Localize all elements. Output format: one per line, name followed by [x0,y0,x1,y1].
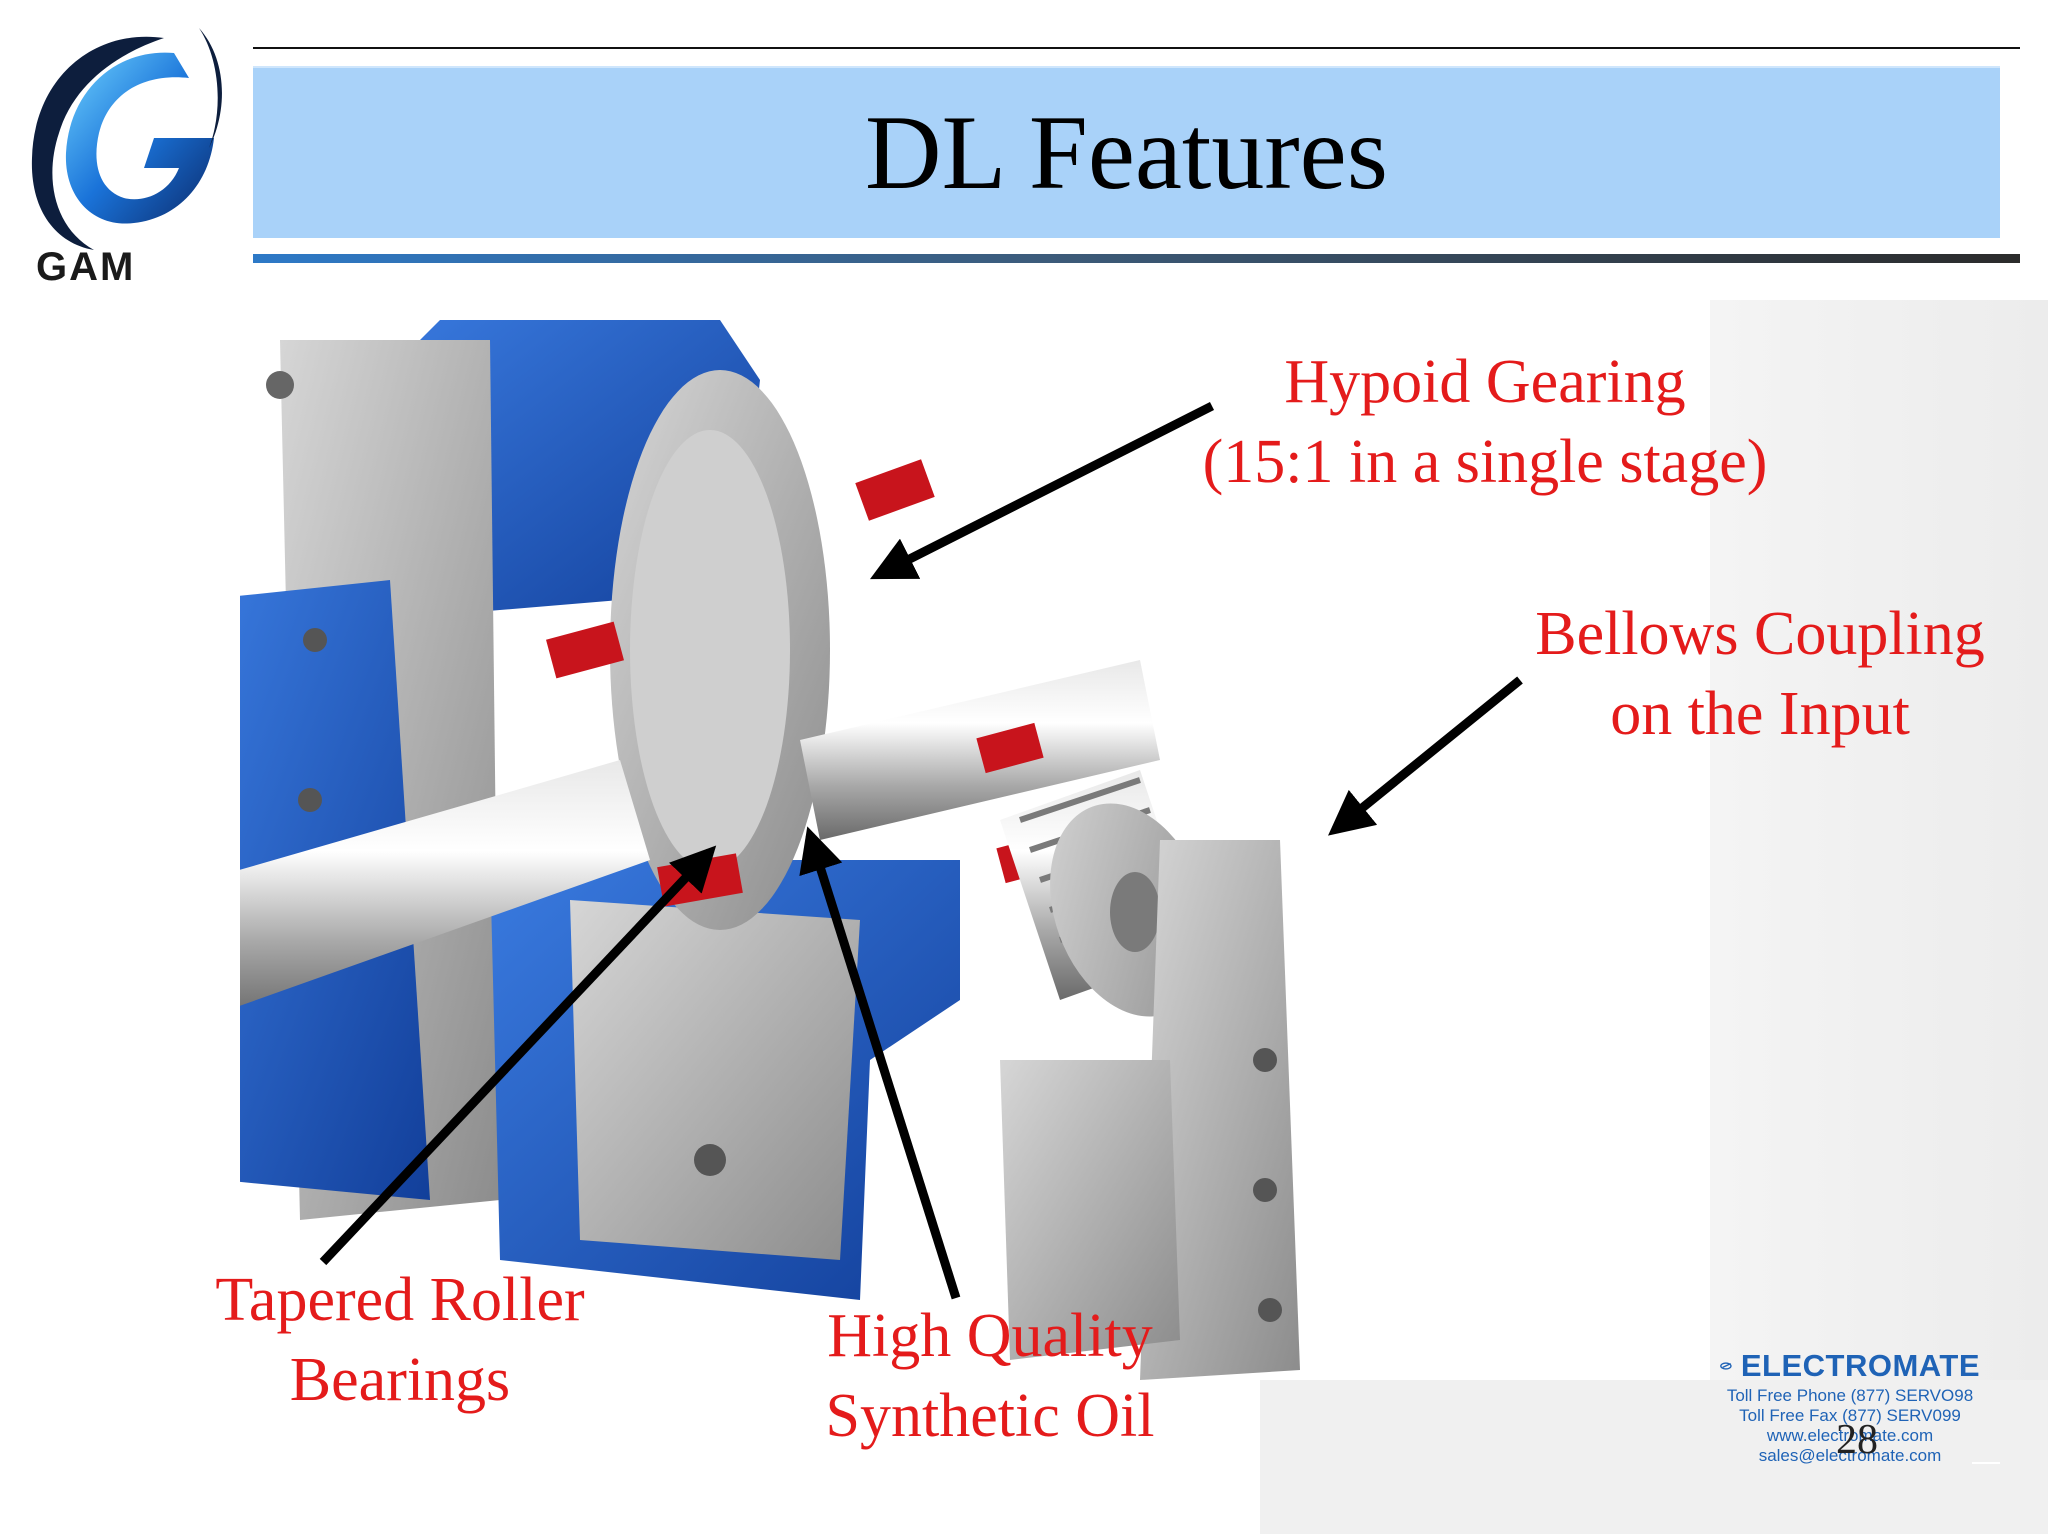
electromate-phone: Toll Free Phone (877) SERVO98 [1726,1386,1974,1405]
bolt-hole [694,1144,726,1176]
label-bellows-line1: Bellows Coupling [1535,600,1985,668]
tapered-roller-bearing [855,459,935,521]
page-number: 28 [1836,1417,1878,1463]
electromate-brand: ELECTROMATE [1720,1346,1980,1386]
label-bellows-line2: on the Input [1610,680,1910,748]
bolt-hole [1253,1048,1277,1072]
bolt-hole [266,371,294,399]
label-tapered-roller-bearings: Tapered Roller Bearings [160,1260,640,1420]
electromate-email[interactable]: sales@electromate.com [1758,1446,1942,1465]
electromate-name: ELECTROMATE [1740,1348,1980,1383]
background-panel [1710,300,2048,1534]
label-hypoid-line1: Hypoid Gearing [1284,348,1686,416]
label-bellows-coupling: Bellows Coupling on the Input [1500,594,2020,754]
bolt-hole [1258,1298,1282,1322]
lower-flange [570,900,860,1260]
tapered-roller-bearing [546,621,624,679]
ring-gear-face [630,430,790,870]
electromate-contact: ELECTROMATE Toll Free Phone (877) SERVO9… [1720,1346,1980,1476]
corner-mark [1972,1462,2000,1464]
label-hypoid-line2: (15:1 in a single stage) [1202,428,1768,496]
gam-logo: GAM [31,28,222,288]
background-panel-bottom [1260,1380,2048,1534]
adapter-base [1000,1060,1180,1360]
coupling-bore [1110,872,1160,952]
bolt-hole [1253,1178,1277,1202]
bolt-hole [303,628,327,652]
electromate-web[interactable]: www.electromate.com [1766,1426,1934,1445]
bolt-hole [298,788,322,812]
title-underline [253,254,2020,263]
title-band [253,66,2000,238]
label-oil-line1: High Quality [827,1302,1153,1370]
label-tapered-line2: Bearings [289,1346,511,1414]
label-synthetic-oil: High Quality Synthetic Oil [770,1296,1210,1456]
label-hypoid-gearing: Hypoid Gearing (15:1 in a single stage) [1175,342,1795,502]
slide-title: DL Features [865,94,1388,211]
motor-adapter-flange [1140,840,1300,1380]
electromate-fax: Toll Free Fax (877) SERV099 [1739,1406,1961,1425]
electromate-swoosh-icon [1720,1362,1732,1370]
top-rule [253,47,2020,49]
input-bearing [976,722,1044,774]
label-tapered-line1: Tapered Roller [215,1266,585,1334]
label-oil-line2: Synthetic Oil [825,1382,1155,1450]
logo-text: GAM [36,245,135,288]
